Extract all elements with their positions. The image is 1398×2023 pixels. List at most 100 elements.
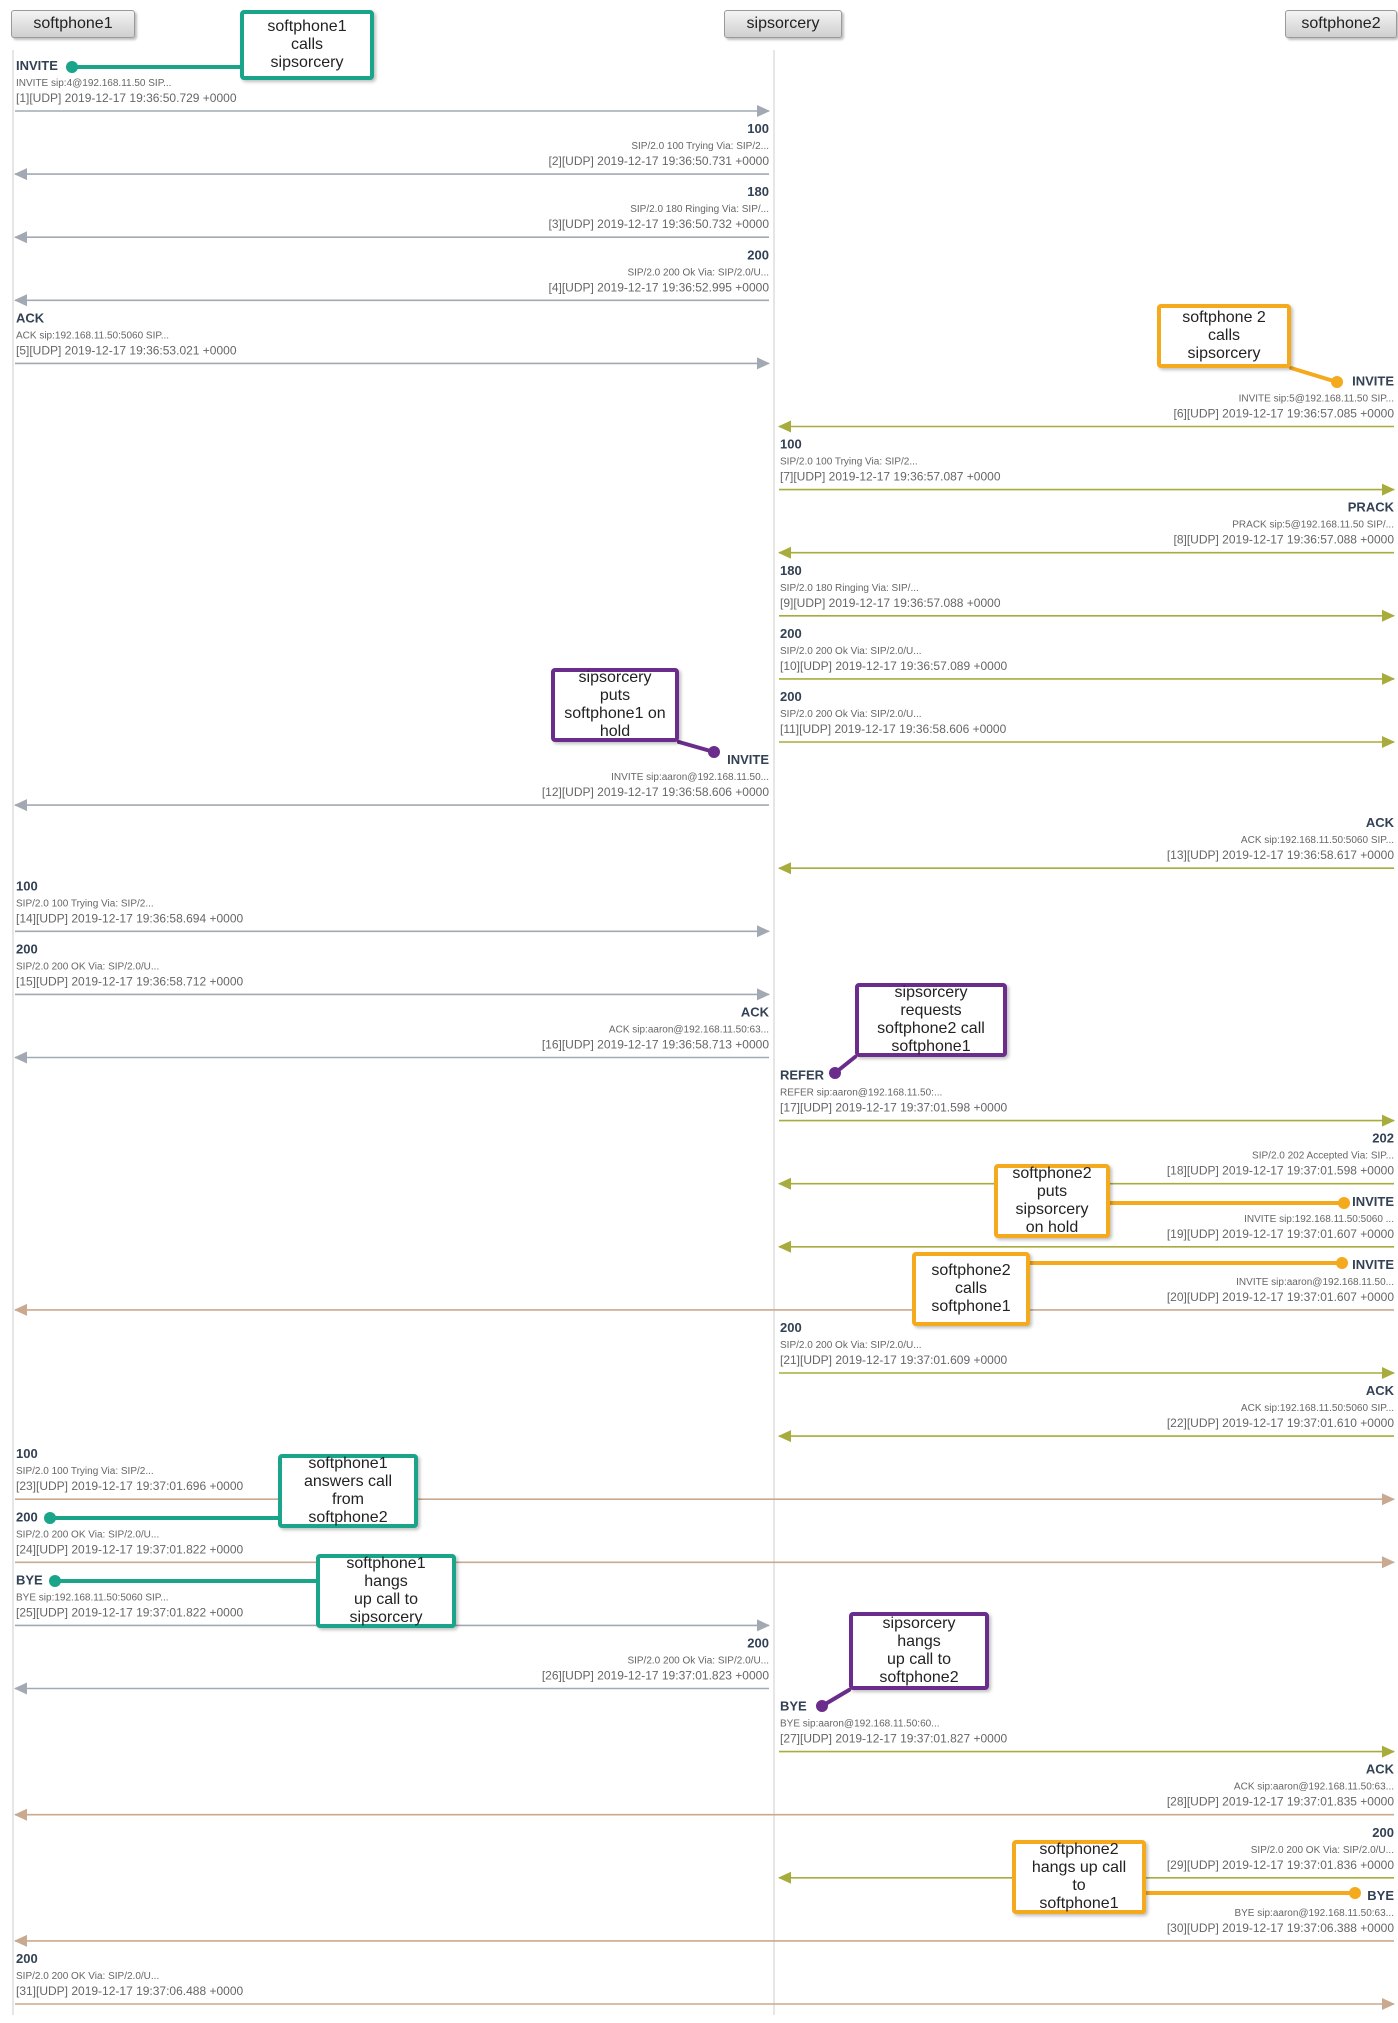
msg-21-detail: SIP/2.0 200 Ok Via: SIP/2.0/U... <box>780 1340 922 1351</box>
msg-6-title: INVITE <box>1352 374 1394 389</box>
msg-29-title: 200 <box>1372 1825 1394 1840</box>
msg-30-timestamp: [30][UDP] 2019-12-17 19:37:06.388 +0000 <box>1167 1921 1395 1935</box>
msg-27-title: BYE <box>780 1699 807 1714</box>
msg-1-detail: INVITE sip:4@192.168.11.50 SIP... <box>16 78 171 89</box>
annotation-7-dot <box>44 1512 56 1524</box>
participant-softphone1: softphone1 <box>11 10 135 38</box>
msg-25-timestamp: [25][UDP] 2019-12-17 19:37:01.822 +0000 <box>16 1605 244 1619</box>
msg-21-arrowhead <box>1382 1367 1395 1379</box>
msg-30-title: BYE <box>1367 1888 1394 1903</box>
msg-20-title: INVITE <box>1352 1257 1394 1272</box>
msg-20-detail: INVITE sip:aaron@192.168.11.50... <box>1236 1277 1394 1288</box>
msg-4-timestamp: [4][UDP] 2019-12-17 19:36:52.995 +0000 <box>549 280 770 294</box>
msg-16-timestamp: [16][UDP] 2019-12-17 19:36:58.713 +0000 <box>542 1038 770 1052</box>
msg-9-arrowhead <box>1382 609 1395 622</box>
msg-17-title: REFER <box>780 1068 825 1083</box>
msg-5-title: ACK <box>16 310 45 325</box>
msg-10-timestamp: [10][UDP] 2019-12-17 19:36:57.089 +0000 <box>780 659 1008 673</box>
msg-2-arrowhead <box>14 168 27 181</box>
msg-5-detail: ACK sip:192.168.11.50:5060 SIP... <box>16 330 169 341</box>
msg-29-timestamp: [29][UDP] 2019-12-17 19:37:01.836 +0000 <box>1167 1858 1395 1872</box>
msg-4-title: 200 <box>747 247 769 262</box>
msg-14-detail: SIP/2.0 100 Trying Via: SIP/2... <box>16 898 154 909</box>
msg-2-title: 100 <box>747 121 769 136</box>
msg-26-timestamp: [26][UDP] 2019-12-17 19:37:01.823 +0000 <box>542 1669 770 1683</box>
annotation-2: softphone 2 calls sipsorcery <box>1157 304 1291 368</box>
msg-9-timestamp: [9][UDP] 2019-12-17 19:36:57.088 +0000 <box>780 596 1001 610</box>
msg-23-timestamp: [23][UDP] 2019-12-17 19:37:01.696 +0000 <box>16 1479 244 1493</box>
msg-27-detail: BYE sip:aaron@192.168.11.50:60... <box>780 1719 940 1730</box>
msg-12-title: INVITE <box>727 752 769 767</box>
msg-19-timestamp: [19][UDP] 2019-12-17 19:37:01.607 +0000 <box>1167 1227 1395 1241</box>
msg-30-detail: BYE sip:aaron@192.168.11.50:63... <box>1234 1908 1394 1919</box>
msg-8-title: PRACK <box>1348 500 1395 515</box>
annotation-7: softphone1 answers call from softphone2 <box>278 1454 418 1528</box>
msg-15-timestamp: [15][UDP] 2019-12-17 19:36:58.712 +0000 <box>16 974 244 988</box>
msg-22-arrowhead <box>778 1430 791 1443</box>
msg-20-arrowhead <box>14 1303 27 1316</box>
msg-24-arrowhead <box>1382 1556 1395 1569</box>
msg-28-arrowhead <box>14 1808 27 1821</box>
msg-7-timestamp: [7][UDP] 2019-12-17 19:36:57.087 +0000 <box>780 470 1001 484</box>
annotation-2-dot <box>1331 376 1343 388</box>
msg-8-arrowhead <box>778 546 791 559</box>
msg-22-title: ACK <box>1366 1383 1395 1398</box>
msg-18-detail: SIP/2.0 202 Accepted Via: SIP... <box>1252 1151 1394 1162</box>
msg-2-detail: SIP/2.0 100 Trying Via: SIP/2... <box>631 141 769 152</box>
msg-27-timestamp: [27][UDP] 2019-12-17 19:37:01.827 +0000 <box>780 1732 1008 1746</box>
annotation-8-dot <box>49 1575 61 1587</box>
msg-11-arrowhead <box>1382 736 1395 748</box>
annotation-5: softphone2 puts sipsorcery on hold <box>994 1164 1110 1238</box>
participant-softphone2: softphone2 <box>1285 10 1397 38</box>
msg-13-detail: ACK sip:192.168.11.50:5060 SIP... <box>1241 835 1394 846</box>
annotation-9-dot <box>816 1700 828 1712</box>
msg-10-title: 200 <box>780 626 802 641</box>
msg-6-arrowhead <box>778 420 791 433</box>
annotation-6: softphone2 calls softphone1 <box>912 1252 1030 1326</box>
msg-28-title: ACK <box>1366 1762 1395 1777</box>
msg-21-timestamp: [21][UDP] 2019-12-17 19:37:01.609 +0000 <box>780 1353 1008 1367</box>
annotation-2-connector <box>1289 366 1339 384</box>
msg-26-title: 200 <box>747 1636 769 1651</box>
msg-10-arrowhead <box>1382 672 1395 685</box>
msg-12-timestamp: [12][UDP] 2019-12-17 19:36:58.606 +0000 <box>542 785 770 799</box>
msg-14-arrowhead <box>757 925 770 938</box>
annotation-4: sipsorcery requests softphone2 call soft… <box>855 983 1007 1057</box>
msg-25-detail: BYE sip:192.168.11.50:5060 SIP... <box>16 1592 169 1603</box>
msg-13-title: ACK <box>1366 815 1395 830</box>
annotation-8: softphone1 hangs up call to sipsorcery <box>316 1554 456 1628</box>
msg-6-timestamp: [6][UDP] 2019-12-17 19:36:57.085 +0000 <box>1174 407 1395 421</box>
msg-9-detail: SIP/2.0 180 Ringing Via: SIP/... <box>780 583 919 594</box>
msg-29-arrowhead <box>778 1871 791 1884</box>
annotation-6-dot <box>1336 1257 1348 1269</box>
msg-17-detail: REFER sip:aaron@192.168.11.50:... <box>780 1088 942 1099</box>
annotation-3: sipsorcery puts softphone1 on hold <box>551 668 679 742</box>
annotation-10: softphone2 hangs up call to softphone1 <box>1012 1840 1146 1914</box>
annotation-10-dot <box>1349 1887 1361 1899</box>
msg-8-timestamp: [8][UDP] 2019-12-17 19:36:57.088 +0000 <box>1174 533 1395 547</box>
msg-24-timestamp: [24][UDP] 2019-12-17 19:37:01.822 +0000 <box>16 1542 244 1556</box>
annotation-5-dot <box>1338 1197 1350 1209</box>
msg-4-detail: SIP/2.0 200 Ok Via: SIP/2.0/U... <box>627 267 769 278</box>
msg-24-detail: SIP/2.0 200 OK Via: SIP/2.0/U... <box>16 1529 159 1540</box>
msg-24-title: 200 <box>16 1509 38 1524</box>
msg-23-arrowhead <box>1382 1493 1395 1506</box>
msg-12-arrowhead <box>14 799 27 812</box>
participant-sipsorcery: sipsorcery <box>724 10 842 38</box>
annotation-3-dot <box>708 746 720 758</box>
msg-15-detail: SIP/2.0 200 OK Via: SIP/2.0/U... <box>16 961 159 972</box>
msg-11-title: 200 <box>780 689 802 704</box>
msg-31-detail: SIP/2.0 200 OK Via: SIP/2.0/U... <box>16 1971 159 1982</box>
msg-26-arrowhead <box>14 1682 27 1695</box>
msg-5-timestamp: [5][UDP] 2019-12-17 19:36:53.021 +0000 <box>16 343 237 357</box>
msg-8-detail: PRACK sip:5@192.168.11.50 SIP/... <box>1232 520 1394 531</box>
msg-25-arrowhead <box>757 1619 770 1632</box>
msg-15-arrowhead <box>757 988 770 1001</box>
msg-2-timestamp: [2][UDP] 2019-12-17 19:36:50.731 +0000 <box>549 154 770 168</box>
msg-3-title: 180 <box>747 184 769 199</box>
msg-30-arrowhead <box>14 1934 27 1947</box>
msg-15-title: 200 <box>16 941 38 956</box>
msg-1-timestamp: [1][UDP] 2019-12-17 19:36:50.729 +0000 <box>16 91 237 105</box>
msg-28-timestamp: [28][UDP] 2019-12-17 19:37:01.835 +0000 <box>1167 1795 1395 1809</box>
msg-5-arrowhead <box>757 357 770 370</box>
